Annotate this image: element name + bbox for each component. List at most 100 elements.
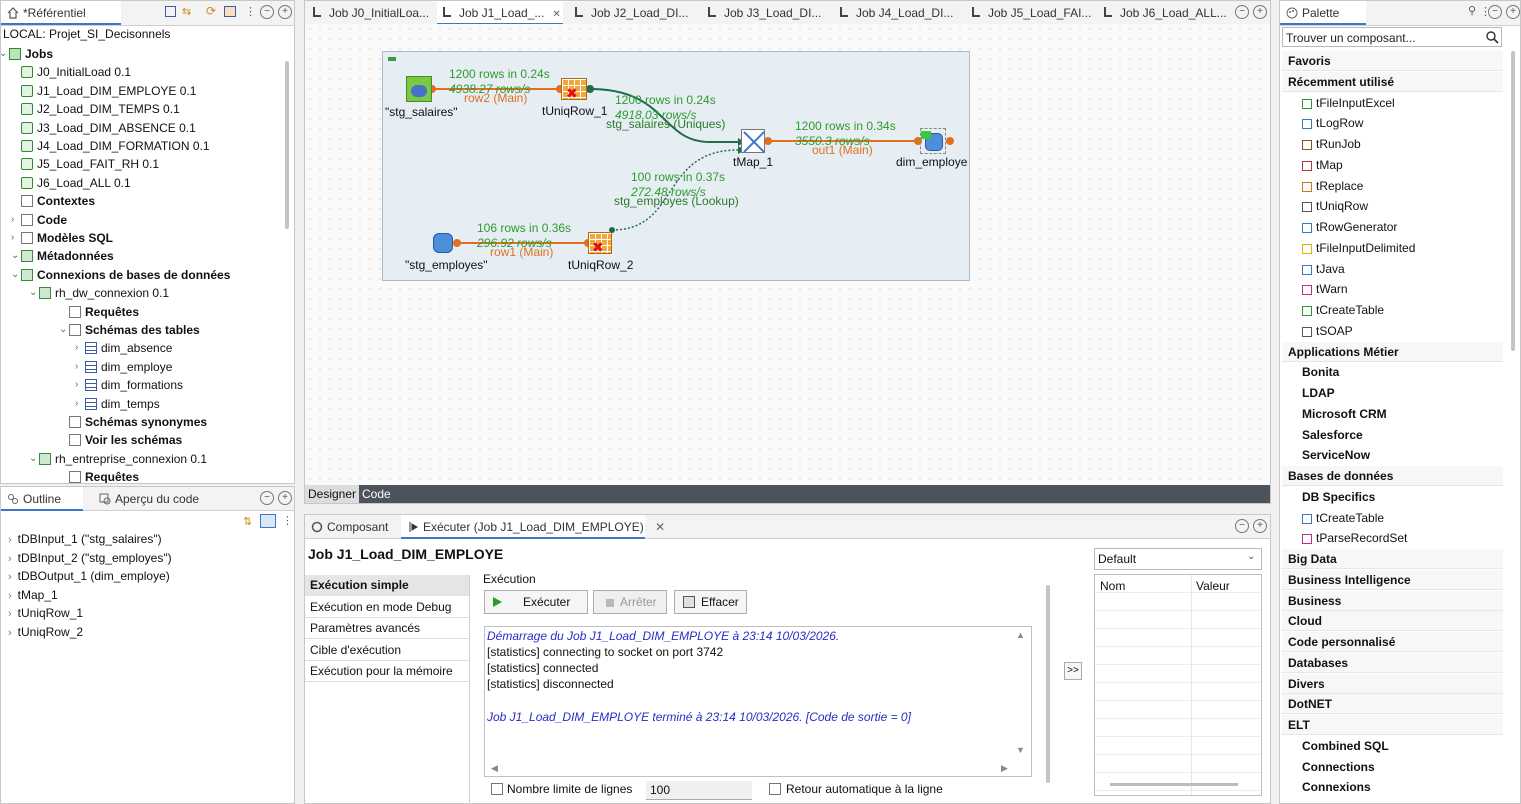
search-icon[interactable] [1486,31,1499,44]
tree-item[interactable]: ⌄Jobs [1,45,53,63]
palette-category[interactable]: Favoris [1282,51,1503,71]
component-stg-salaires[interactable] [406,76,432,102]
expand-chevron-icon[interactable]: ⌄ [1,45,7,63]
palette-category[interactable]: Business [1282,590,1503,611]
tab-code-preview[interactable]: Aperçu du code [93,487,233,511]
clear-button[interactable]: Effacer [674,590,747,614]
tree-item[interactable]: ›dim_employe [75,358,172,376]
tree-item[interactable]: Voir les schémas [69,431,182,449]
tree-item[interactable]: J3_Load_DIM_ABSENCE 0.1 [21,119,196,137]
outline-item[interactable]: ›tDBInput_1 ("stg_salaires") [8,530,162,548]
tree-item[interactable]: J0_InitialLoad 0.1 [21,63,131,81]
subjob-collapse-icon[interactable] [388,57,396,61]
outline-item[interactable]: ›tDBInput_2 ("stg_employes") [8,549,172,567]
link-editor-icon[interactable]: ⇆ [182,6,192,18]
repository-scrollbar[interactable] [285,61,289,229]
palette-category[interactable]: Databases [1282,652,1503,673]
flow3-name[interactable]: out1 (Main) [812,143,873,157]
palette-category[interactable]: Business Intelligence [1282,569,1503,590]
component-stg-employes[interactable] [433,233,455,255]
tree-item[interactable]: Contextes [21,192,95,210]
palette-component[interactable]: tParseRecordSet [1282,528,1503,548]
collapse-all-icon[interactable] [165,6,176,17]
run-nav-item[interactable]: Exécution pour la mémoire [305,661,469,683]
component-tmap-1[interactable] [741,129,765,153]
run-maximize-icon[interactable]: + [1253,519,1267,533]
tab-job-1[interactable]: Job J1_Load_...✕ [437,1,563,25]
refresh-icon[interactable]: ⟳ [206,4,217,18]
tree-item[interactable]: ›dim_absence [75,339,172,357]
palette-category[interactable]: DB Specifics [1282,487,1503,507]
flow4-name[interactable]: row1 (Main) [490,245,554,259]
flow2-name[interactable]: stg_salaires (Uniques) [606,117,726,131]
palette-category[interactable]: Combined SQL [1282,736,1503,756]
outline-chevron-icon[interactable]: › [8,608,12,620]
view-menu-icon[interactable]: ⋮ [245,6,256,18]
palette-category[interactable]: Connexions [1282,777,1503,797]
palette-category[interactable]: Bases de données [1282,466,1503,486]
tab-job-2[interactable]: Job J2_Load_DI... [569,1,697,25]
tab-run[interactable]: Exécuter (Job J1_Load_DIM_EMPLOYE) ✕ [401,515,665,539]
outline-item[interactable]: ›tMap_1 [8,586,58,604]
label-stg-employes[interactable]: "stg_employes" [405,258,488,272]
run-nav-item[interactable]: Exécution en mode Debug [305,596,469,618]
tab-job-6[interactable]: Job J6_Load_ALL... [1098,1,1227,25]
run-nav-item[interactable]: Exécution simple [305,575,469,596]
collapsed-chevron-icon[interactable]: › [75,360,79,372]
palette-component[interactable]: tUniqRow [1282,196,1503,216]
stop-button[interactable]: Arrêter [593,590,667,614]
expand-context-button[interactable]: >> [1064,662,1082,680]
palette-maximize-icon[interactable]: + [1506,5,1520,19]
label-tuniqrow-1[interactable]: tUniqRow_1 [542,104,608,118]
tab-run-close-icon[interactable]: ✕ [655,520,666,534]
tree-item[interactable]: ⌄rh_dw_connexion 0.1 [29,284,169,302]
outline-menu-icon[interactable]: ⋮ [282,515,293,527]
component-dim-employe[interactable] [920,128,946,154]
outline-chevron-icon[interactable]: › [8,589,12,602]
flow5-name[interactable]: stg_employes (Lookup) [614,194,739,208]
context-select[interactable]: Default ⌄ [1094,548,1262,570]
collapsed-chevron-icon[interactable]: › [75,342,79,354]
palette-component[interactable]: tFileInputExcel [1282,93,1503,113]
palette-category[interactable]: Code personnalisé [1282,632,1503,652]
tree-item[interactable]: J5_Load_FAIT_RH 0.1 [21,155,159,173]
context-hscroll[interactable] [1110,783,1238,786]
editor-minimize-icon[interactable]: − [1235,5,1249,19]
label-tmap-1[interactable]: tMap_1 [733,155,774,169]
palette-component[interactable]: tCreateTable [1282,508,1503,528]
outline-maximize-icon[interactable]: + [278,491,292,505]
component-tuniqrow-1[interactable]: ✖ [561,78,587,101]
outline-chevron-icon[interactable]: › [8,571,12,583]
flow-uniques-line[interactable] [589,88,738,143]
component-tuniqrow-2[interactable]: ✖ [588,232,612,255]
tree-item[interactable]: J2_Load_DIM_TEMPS 0.1 [21,100,180,118]
tree-item[interactable]: ›Modèles SQL [11,229,113,247]
label-stg-salaires[interactable]: "stg_salaires" [385,105,458,119]
palette-category[interactable]: Big Data [1282,549,1503,569]
palette-category[interactable]: Salesforce [1282,425,1503,445]
run-panel-scrollbar[interactable] [1046,585,1050,783]
palette-category[interactable]: DotNET [1282,694,1503,715]
palette-menu-icon[interactable]: ⋮ [1480,6,1491,18]
tree-item[interactable]: ⌄Métadonnées [11,247,114,265]
palette-search-input[interactable]: Trouver un composant... [1282,27,1502,47]
wrap-checkbox[interactable] [769,783,781,795]
context-table[interactable] [1094,574,1262,796]
palette-component[interactable]: tFileInputDelimited [1282,238,1503,258]
run-minimize-icon[interactable]: − [1235,519,1249,533]
collapsed-chevron-icon[interactable]: › [75,397,79,409]
filter-icon[interactable] [224,6,236,17]
tab-job-3[interactable]: Job J3_Load_DI... [702,1,830,25]
run-button[interactable]: Exécuter [484,590,588,614]
console-hscroll-right-icon[interactable]: ▶ [1001,763,1008,773]
tree-item[interactable]: Schémas synonymes [69,413,207,431]
tree-item[interactable]: J1_Load_DIM_EMPLOYE 0.1 [21,82,196,100]
tree-item[interactable]: Requêtes [69,303,139,321]
run-nav-item[interactable]: Cible d'exécution [305,639,469,661]
tree-item[interactable]: Requêtes [69,468,139,483]
palette-component[interactable]: tWarn [1282,279,1503,299]
palette-minimize-icon[interactable]: − [1488,5,1502,19]
palette-component[interactable]: tRunJob [1282,134,1503,154]
flow1-name[interactable]: row2 (Main) [464,91,528,105]
tab-job-4[interactable]: Job J4_Load_DI... [834,1,962,25]
